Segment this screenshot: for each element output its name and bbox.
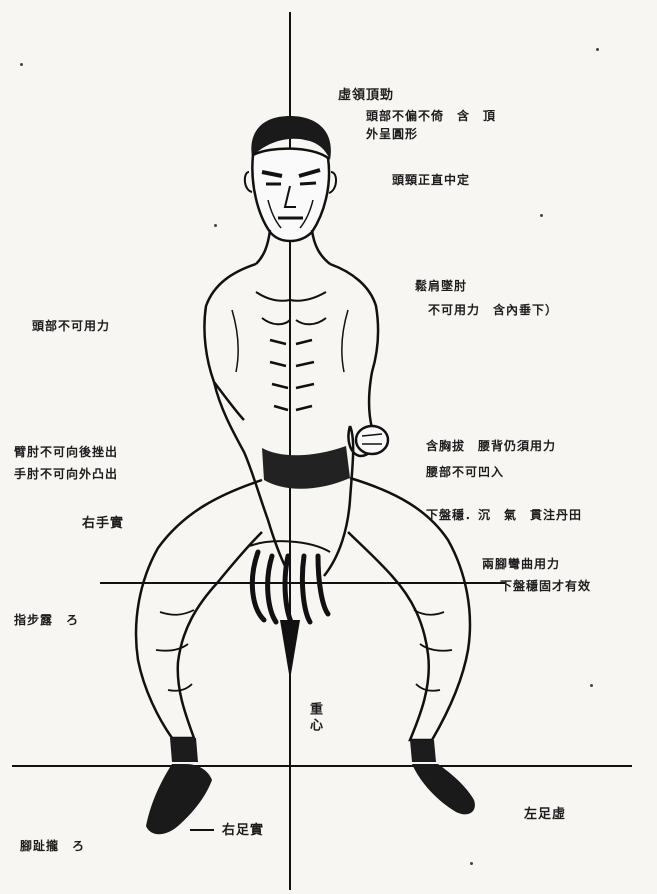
figure-left-shoe	[412, 764, 475, 814]
figure-right-shoe	[146, 764, 212, 834]
speck	[540, 214, 543, 217]
annotation-waist-2: 腰部不可凹入	[426, 464, 504, 480]
annotation-shoulder-2: 不可用力 含內垂下）	[428, 302, 558, 318]
speck	[214, 224, 217, 227]
speck	[590, 684, 593, 687]
figure-right-fist	[356, 426, 388, 454]
annotation-legs-1: 兩腳彎曲用力	[482, 556, 560, 572]
annotation-dantian: 下盤穩．沉 氣 貫注丹田	[426, 507, 582, 523]
annotation-top-center-1: 虛領頂勁	[338, 88, 394, 104]
speck	[596, 48, 599, 51]
figure-torso	[204, 264, 378, 576]
figure-head	[252, 149, 329, 241]
annotation-right-hand: 右手實	[82, 516, 124, 532]
annotation-center-line: 重心	[306, 702, 322, 734]
annotation-neck: 頭頸正直中定	[392, 172, 470, 188]
annotation-left-foot: 左足虛	[524, 807, 566, 823]
annotation-left-thigh: 指步露 ろ	[14, 612, 79, 628]
figure-belt	[262, 446, 350, 489]
annotation-legs-2: 下盤穩固才有效	[500, 578, 591, 594]
annotation-left-elbow-2: 手肘不可向外凸出	[14, 466, 118, 482]
annotation-waist-1: 含胸拔 腰背仍須用力	[426, 438, 556, 454]
annotation-bottom-left: 腳趾攏 ろ	[20, 838, 85, 854]
annotation-top-center-3: 外呈圓形	[366, 126, 418, 142]
speck	[470, 862, 473, 865]
annotation-left-elbow-1: 臂肘不可向後挫出	[14, 444, 118, 460]
annotation-top-center-2: 頭部不偏不倚 含 頂	[366, 108, 496, 124]
annotation-left-shoulder: 頭部不可用力	[32, 318, 110, 334]
center-gravity-arrow	[280, 620, 300, 680]
annotation-right-foot: 右足實	[222, 823, 264, 839]
annotation-shoulder-1: 鬆肩墜肘	[415, 278, 467, 294]
speck	[20, 63, 23, 66]
